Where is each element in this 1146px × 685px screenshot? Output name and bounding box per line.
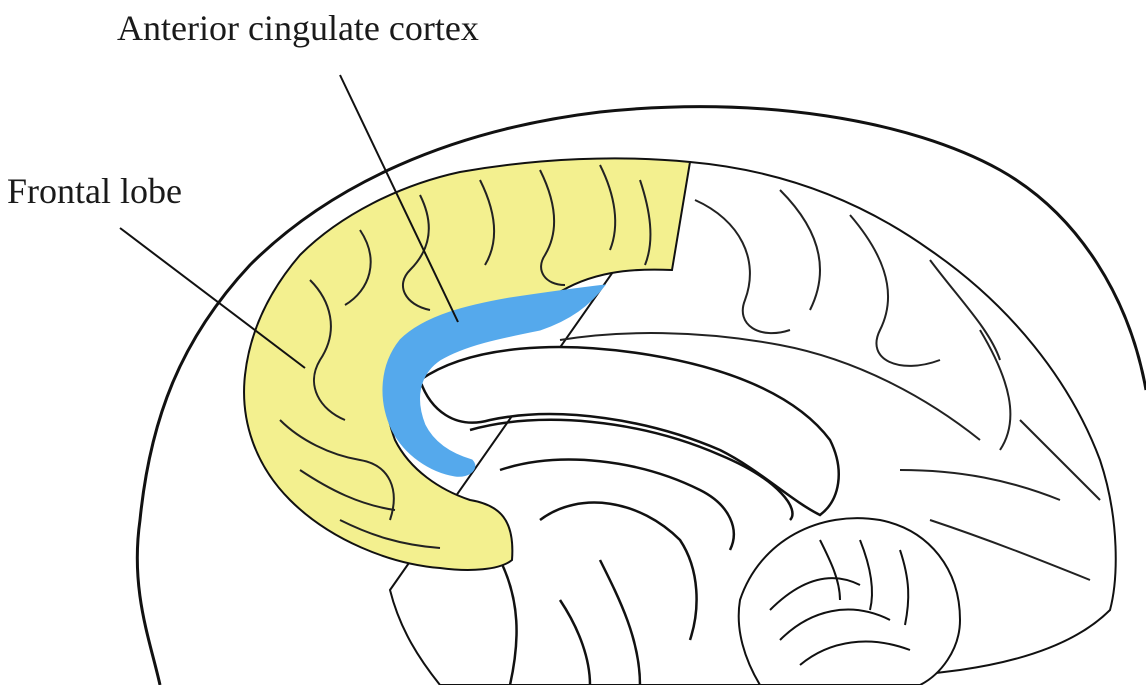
- anterior-cingulate-cortex-label: Anterior cingulate cortex: [117, 10, 479, 46]
- frontal-lobe-label: Frontal lobe: [7, 173, 182, 209]
